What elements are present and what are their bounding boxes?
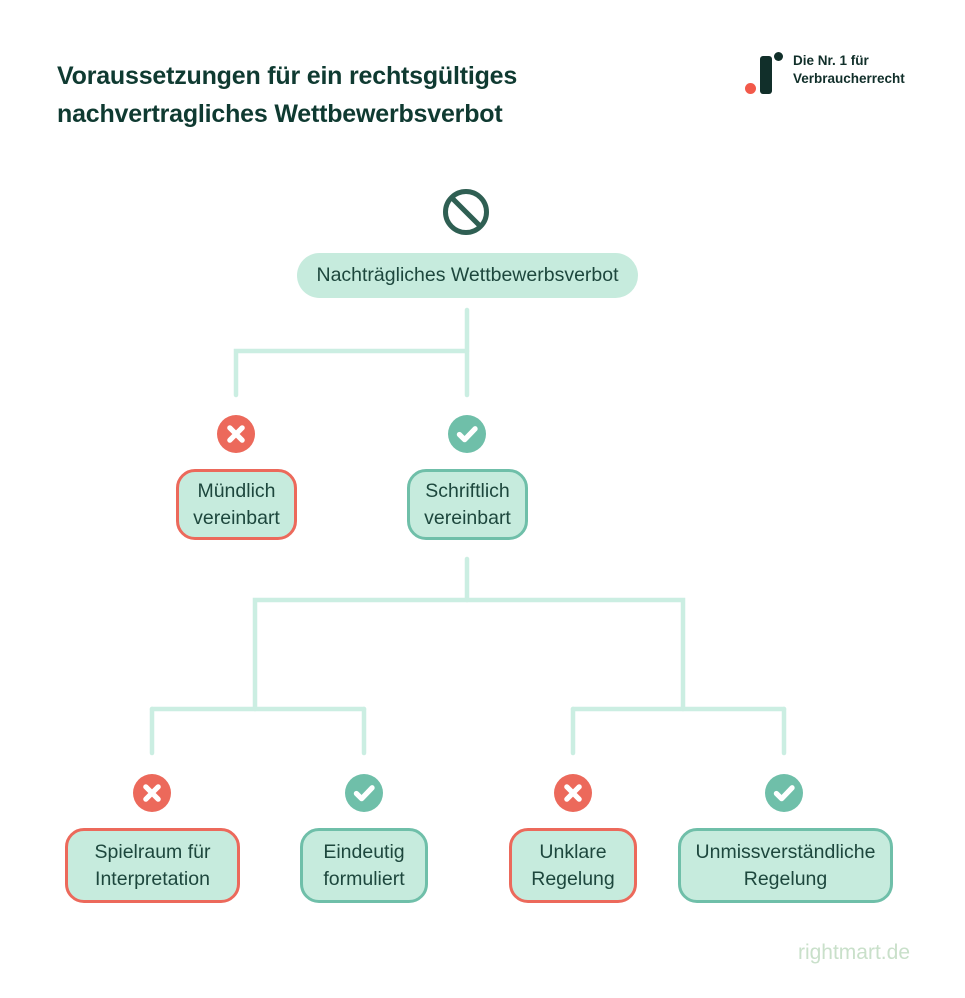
check-icon (448, 415, 486, 453)
node-muendlich-vereinbart: Mündlich vereinbart (176, 469, 297, 540)
check-icon (345, 774, 383, 812)
root-node: Nachträgliches Wettbewerbsverbot (297, 253, 638, 298)
brand-logo: Die Nr. 1 für Verbraucherrecht (743, 50, 923, 100)
node-eindeutig-formuliert: Eindeutig formuliert (300, 828, 428, 903)
node-unmissverstaendliche-regelung: Unmissverständliche Regelung (678, 828, 893, 903)
logo-bar-icon (760, 56, 772, 94)
check-icon (765, 774, 803, 812)
node-schriftlich-vereinbart: Schriftlich vereinbart (407, 469, 528, 540)
node-spielraum-interpretation: Spielraum für Interpretation (65, 828, 240, 903)
logo-dark-dot-icon (774, 52, 783, 61)
prohibition-icon (443, 189, 489, 235)
cross-icon (554, 774, 592, 812)
website-label: rightmart.de (797, 941, 910, 964)
rightmart-logo-icon (743, 50, 783, 97)
logo-tagline: Die Nr. 1 für Verbraucherrecht (793, 53, 905, 86)
cross-icon (133, 774, 171, 812)
page-title: Voraussetzungen für ein rechtsgültiges n… (57, 62, 518, 128)
node-unklare-regelung: Unklare Regelung (509, 828, 637, 903)
logo-red-dot-icon (745, 83, 756, 94)
cross-icon (217, 415, 255, 453)
